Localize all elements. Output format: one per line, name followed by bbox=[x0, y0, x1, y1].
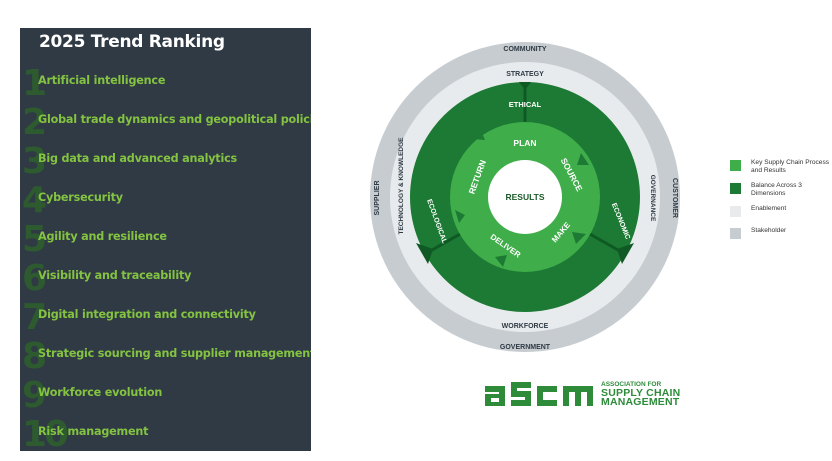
stakeholder-label-customer: CUSTOMER bbox=[671, 178, 678, 218]
trend-number: 7 bbox=[22, 297, 47, 338]
legend-text: Stakeholder bbox=[751, 227, 787, 234]
trend-item: 6 Visibility and traceability bbox=[20, 259, 311, 298]
process-arrow bbox=[577, 153, 589, 165]
trend-item: 2 Global trade dynamics and geopolitical… bbox=[20, 103, 311, 142]
legend-item: Enablement bbox=[726, 204, 830, 226]
legend: Key Supply Chain Process and Results Bal… bbox=[726, 158, 830, 248]
trend-label: Global trade dynamics and geopolitical p… bbox=[38, 113, 311, 126]
legend-swatch bbox=[730, 183, 741, 194]
process-arrow bbox=[495, 255, 507, 267]
panel-title: 2025 Trend Ranking bbox=[39, 32, 225, 52]
trend-label: Strategic sourcing and supplier manageme… bbox=[38, 347, 311, 360]
trend-label: Agility and resilience bbox=[38, 230, 167, 243]
trend-label: Artificial intelligence bbox=[38, 74, 166, 87]
process-arrow bbox=[455, 210, 465, 223]
divider-arrow bbox=[416, 243, 433, 264]
stakeholder-label-supplier: SUPPLIER bbox=[374, 180, 381, 215]
ascm-logo-text: ASSOCIATION FOR SUPPLY CHAIN MANAGEMENT bbox=[601, 380, 680, 407]
trend-number: 1 bbox=[22, 63, 47, 104]
enablement-label-technology: TECHNOLOGY & KNOWLEDGE bbox=[398, 137, 405, 235]
trend-number: 10 bbox=[22, 414, 69, 451]
trend-number: 6 bbox=[22, 258, 47, 299]
legend-swatch bbox=[730, 206, 741, 217]
trend-item: 5 Agility and resilience bbox=[20, 220, 311, 259]
trend-number: 4 bbox=[22, 180, 47, 221]
trend-label: Digital integration and connectivity bbox=[38, 308, 256, 321]
legend-text: Enablement bbox=[751, 205, 787, 212]
enablement-label-strategy: STRATEGY bbox=[506, 71, 544, 78]
legend-item: Key Supply Chain Process and Results bbox=[726, 158, 830, 181]
legend-swatch bbox=[730, 228, 741, 239]
enablement-label-governance: GOVERNANCE bbox=[649, 175, 656, 222]
process-label-plan: PLAN bbox=[513, 138, 536, 148]
legend-swatch bbox=[730, 160, 741, 171]
divider-arrow bbox=[617, 243, 634, 264]
enablement-label-workforce: WORKFORCE bbox=[502, 323, 549, 330]
legend-item: Stakeholder bbox=[726, 226, 830, 248]
logo-line-3: MANAGEMENT bbox=[601, 396, 680, 408]
scor-wheel-diagram: RESULTS PLAN SOURCE MAKE DELIVER RETURN … bbox=[370, 42, 680, 352]
trend-number: 2 bbox=[22, 102, 47, 143]
trend-item: 7 Digital integration and connectivity bbox=[20, 298, 311, 337]
trend-label: Workforce evolution bbox=[38, 386, 163, 399]
logo-line-1: ASSOCIATION FOR bbox=[601, 381, 662, 388]
results-label: RESULTS bbox=[505, 192, 544, 202]
dimension-label-ethical: ETHICAL bbox=[509, 100, 542, 109]
stakeholder-label-community: COMMUNITY bbox=[503, 46, 546, 53]
trend-label: Cybersecurity bbox=[38, 191, 123, 204]
trend-label: Visibility and traceability bbox=[38, 269, 192, 282]
trend-label: Big data and advanced analytics bbox=[38, 152, 237, 165]
divider-arrow bbox=[519, 82, 531, 90]
trend-item: 9 Workforce evolution bbox=[20, 376, 311, 415]
stakeholder-label-government: GOVERNMENT bbox=[500, 344, 551, 351]
trend-item: 1 Artificial intelligence bbox=[20, 64, 311, 103]
trend-number: 5 bbox=[22, 219, 47, 260]
trend-number: 9 bbox=[22, 375, 47, 416]
trend-item: 10 Risk management bbox=[20, 415, 311, 451]
trend-item: 4 Cybersecurity bbox=[20, 181, 311, 220]
results-center bbox=[488, 160, 562, 234]
ascm-logo-mark bbox=[485, 382, 593, 406]
trend-list: 1 Artificial intelligence 2 Global trade… bbox=[20, 64, 311, 451]
process-arrow bbox=[572, 232, 586, 244]
trend-label: Risk management bbox=[38, 425, 149, 438]
legend-text: Key Supply Chain Process and Results bbox=[751, 159, 830, 174]
legend-text: Balance Across 3 Dimensions bbox=[751, 182, 802, 197]
trend-ranking-panel: 2025 Trend Ranking 1 Artificial intellig… bbox=[20, 28, 311, 451]
legend-item: Balance Across 3 Dimensions bbox=[726, 181, 830, 204]
trend-number: 3 bbox=[22, 141, 47, 182]
logo-line-2: SUPPLY CHAIN bbox=[601, 387, 681, 399]
trend-item: 3 Big data and advanced analytics bbox=[20, 142, 311, 181]
trend-number: 8 bbox=[22, 336, 47, 377]
trend-item: 8 Strategic sourcing and supplier manage… bbox=[20, 337, 311, 376]
ascm-logo: ASSOCIATION FOR SUPPLY CHAIN MANAGEMENT bbox=[483, 376, 693, 412]
process-arrow bbox=[473, 130, 485, 140]
